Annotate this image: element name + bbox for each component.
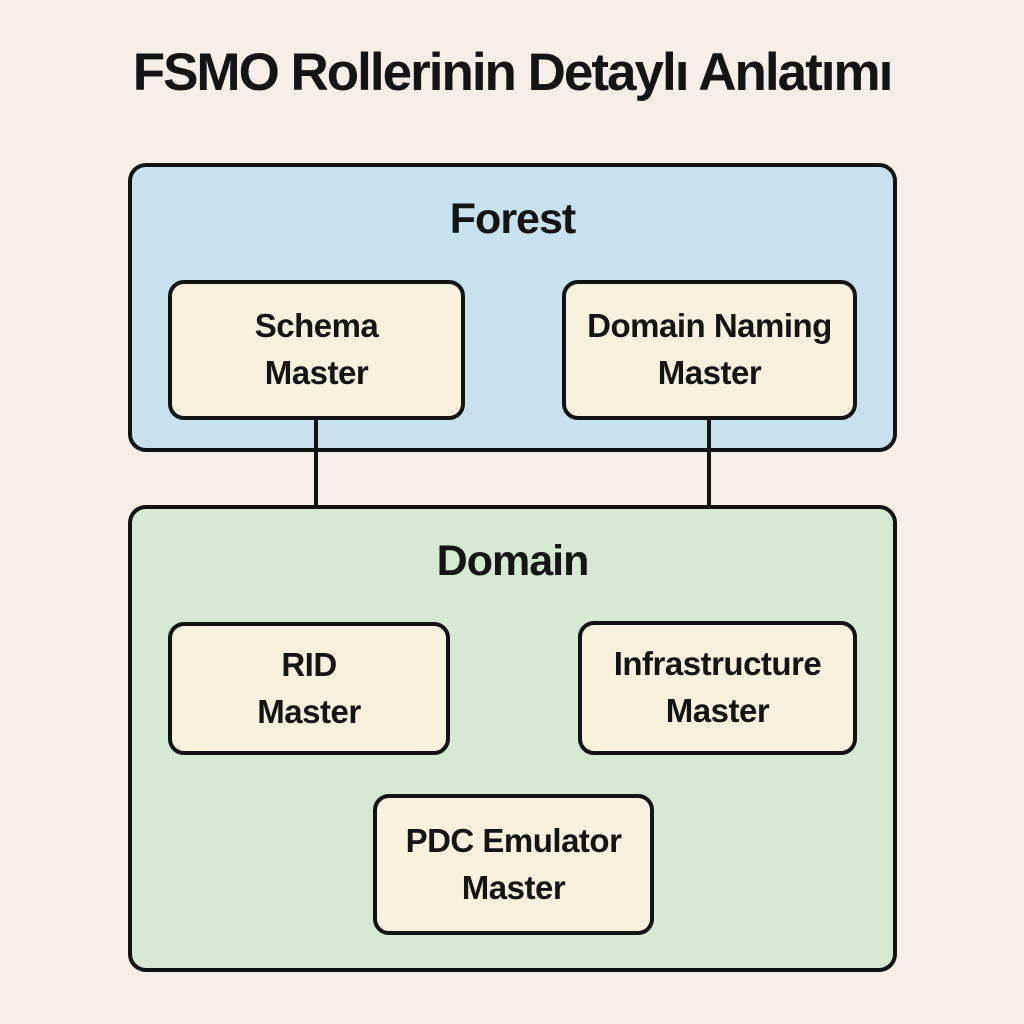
node-rid-master: RID Master xyxy=(168,622,450,755)
node-label-line: Master xyxy=(257,692,361,730)
domain-container: Domain RID Master Infrastructure Master … xyxy=(128,505,897,972)
forest-container: Forest Schema Master Domain Naming Maste… xyxy=(128,163,897,452)
node-label-line: Master xyxy=(264,354,369,391)
node-label-line: Infrastructure xyxy=(613,645,822,683)
node-label-line: Master xyxy=(657,354,762,391)
node-label-line: Master xyxy=(665,692,770,729)
forest-label: Forest xyxy=(449,195,576,243)
node-label-line: Master xyxy=(461,868,566,906)
node-label-line: Domain Naming xyxy=(587,307,832,345)
node-pdc-emulator-master: PDC Emulator Master xyxy=(373,794,654,935)
page-title: FSMO Rollerinin Detaylı Anlatımı xyxy=(132,43,894,102)
node-infrastructure-master: Infrastructure Master xyxy=(578,621,857,755)
node-label-line: PDC Emulator xyxy=(405,821,622,859)
connector-schema-to-domain xyxy=(314,420,318,510)
node-domain-naming-master: Domain Naming Master xyxy=(562,280,857,420)
node-label-line: Schema xyxy=(254,307,379,345)
node-schema-master: Schema Master xyxy=(168,280,465,420)
domain-label: Domain xyxy=(436,537,590,585)
node-label-line: RID xyxy=(281,645,337,683)
connector-naming-to-domain xyxy=(707,419,711,510)
